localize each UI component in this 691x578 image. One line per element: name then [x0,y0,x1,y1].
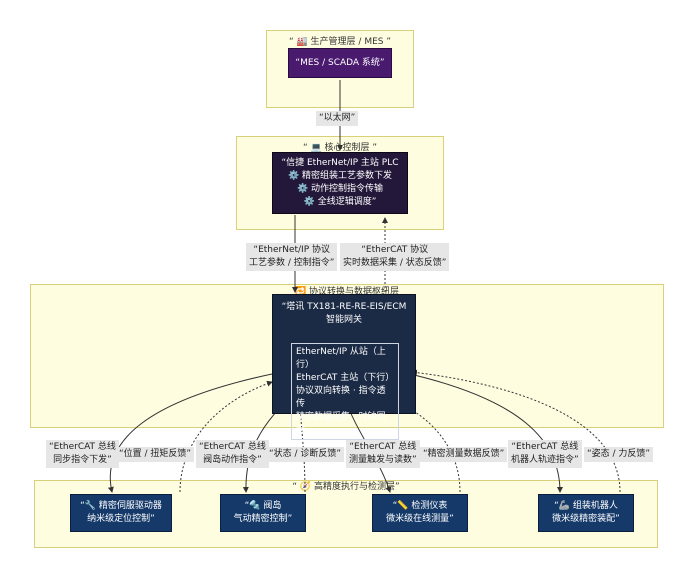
edge-label-servo-up: “位置 / 扭矩反馈” [116,447,195,462]
edge-label-robot-down-line2: 机器人轨迹指令” [511,455,579,465]
plc-item-params: ⚙️ 精密组装工艺参数下发 [287,171,393,181]
layer-gateway-title: 🔁 协议转换与数据枢纽层 [294,287,400,297]
node-robot[interactable]: “🦾 组装机器人 微米级精密装配” [538,494,634,532]
edge-robot-up [411,369,621,493]
edge-label-servo-up-text: “位置 / 扭矩反馈” [119,449,192,459]
gateway-feature-sync: 精密数据采集 · 时钟同步 [296,412,386,435]
edge-label-robot-down: “EtherCAT 总线 机器人轨迹指令” [508,440,582,468]
edge-label-ecat-up-line2: 实时数据采集 / 状态反馈” [343,258,447,268]
servo-desc: 纳米级定位控制” [87,514,155,524]
gateway-feature-ecat: EtherCAT 主站（下行） [296,373,395,383]
node-gateway[interactable]: “塔讯 TX181-RE-RE-EIS/ECM 智能网关 EtherNet/IP… [272,294,416,440]
edge-label-enip-line1: “EtherNet/IP 协议 [253,245,330,255]
edge-label-robot-up-text: “姿态 / 力反馈” [587,449,651,459]
plc-item-logic: ⚙️ 全线逻辑调度” [303,197,377,207]
edge-label-valve-down-line2: 阀岛动作指令” [203,455,262,465]
node-valve[interactable]: “🔩 阀岛 气动精密控制” [220,494,306,532]
edge-meter-up [387,396,461,493]
edge-label-robot-down-line1: “EtherCAT 总线 [511,442,579,452]
edge-label-valve-down: “EtherCAT 总线 阀岛动作指令” [196,440,269,468]
gateway-feature-box: EtherNet/IP 从站（上行） EtherCAT 主站（下行） 协议双向转… [291,343,399,440]
edge-label-meter-up-text: “精密测量数据反馈” [423,449,505,459]
servo-title: “🔧 精密伺服驱动器 [80,501,162,511]
edge-label-meter-down: “EtherCAT 总线 测量触发与读数” [346,440,420,468]
meter-desc: 微米级在线测量” [386,514,454,524]
robot-desc: 微米级精密装配” [552,514,620,524]
plc-title: “信捷 EtherNet/IP 主站 PLC [281,158,399,168]
edge-label-meter-down-line1: “EtherCAT 总线 [349,442,417,452]
edge-label-meter-up: “精密测量数据反馈” [420,447,508,462]
gateway-feature-enip: EtherNet/IP 从站（上行） [296,347,386,370]
edge-label-servo-down-line1: “EtherCAT 总线 [49,442,116,452]
edge-label-enip-line2: 工艺参数 / 控制指令” [249,258,335,268]
edge-label-meter-down-line2: 测量触发与读数” [349,455,417,465]
gateway-title: “塔讯 TX181-RE-RE-EIS/ECM [281,302,407,312]
valve-desc: 气动精密控制” [233,514,293,524]
gateway-feature-convert: 协议双向转换 · 指令透传 [296,386,386,409]
gateway-subtitle: 智能网关 [325,315,362,325]
node-plc[interactable]: “信捷 EtherNet/IP 主站 PLC ⚙️ 精密组装工艺参数下发 ⚙️ … [272,152,408,214]
edge-label-valve-up: “状态 / 诊断反馈” [266,447,345,462]
robot-title: “🦾 组装机器人 [554,501,618,511]
edge-robot-down [409,373,563,493]
edge-servo-down [107,373,273,493]
edge-label-ecat-up: “EtherCAT 协议 实时数据采集 / 状态反馈” [340,243,450,271]
node-servo[interactable]: “🔧 精密伺服驱动器 纳米级定位控制” [70,494,172,532]
meter-title: “📏 检测仪表 [392,501,448,511]
edge-label-ethernet-text: “以太网” [319,113,356,123]
node-mes-scada[interactable]: “MES / SCADA 系统” [288,48,392,78]
plc-item-motion: ⚙️ 动作控制指令传输 [296,184,384,194]
edge-label-enip: “EtherNet/IP 协议 工艺参数 / 控制指令” [246,243,338,271]
edge-label-valve-down-line1: “EtherCAT 总线 [199,442,266,452]
layer-mes-title: “ 🏭 生产管理层 / MES ” [288,37,392,47]
valve-title: “🔩 阀岛 [244,501,282,511]
edge-label-ecat-up-line1: “EtherCAT 协议 [361,245,429,255]
edge-label-servo-down: “EtherCAT 总线 同步指令下发” [46,440,119,468]
edge-label-ethernet: “以太网” [316,111,359,126]
edge-servo-up [179,380,273,493]
edge-label-robot-up: “姿态 / 力反馈” [584,447,654,462]
edge-label-valve-up-text: “状态 / 诊断反馈” [269,449,342,459]
node-meter[interactable]: “📏 检测仪表 微米级在线测量” [372,494,468,532]
edge-label-servo-down-line2: 同步指令下发” [53,455,112,465]
node-mes-label: “MES / SCADA 系统” [295,58,385,68]
layer-exec-title: “ 🧭 高精度执行与检测层” [292,482,400,492]
